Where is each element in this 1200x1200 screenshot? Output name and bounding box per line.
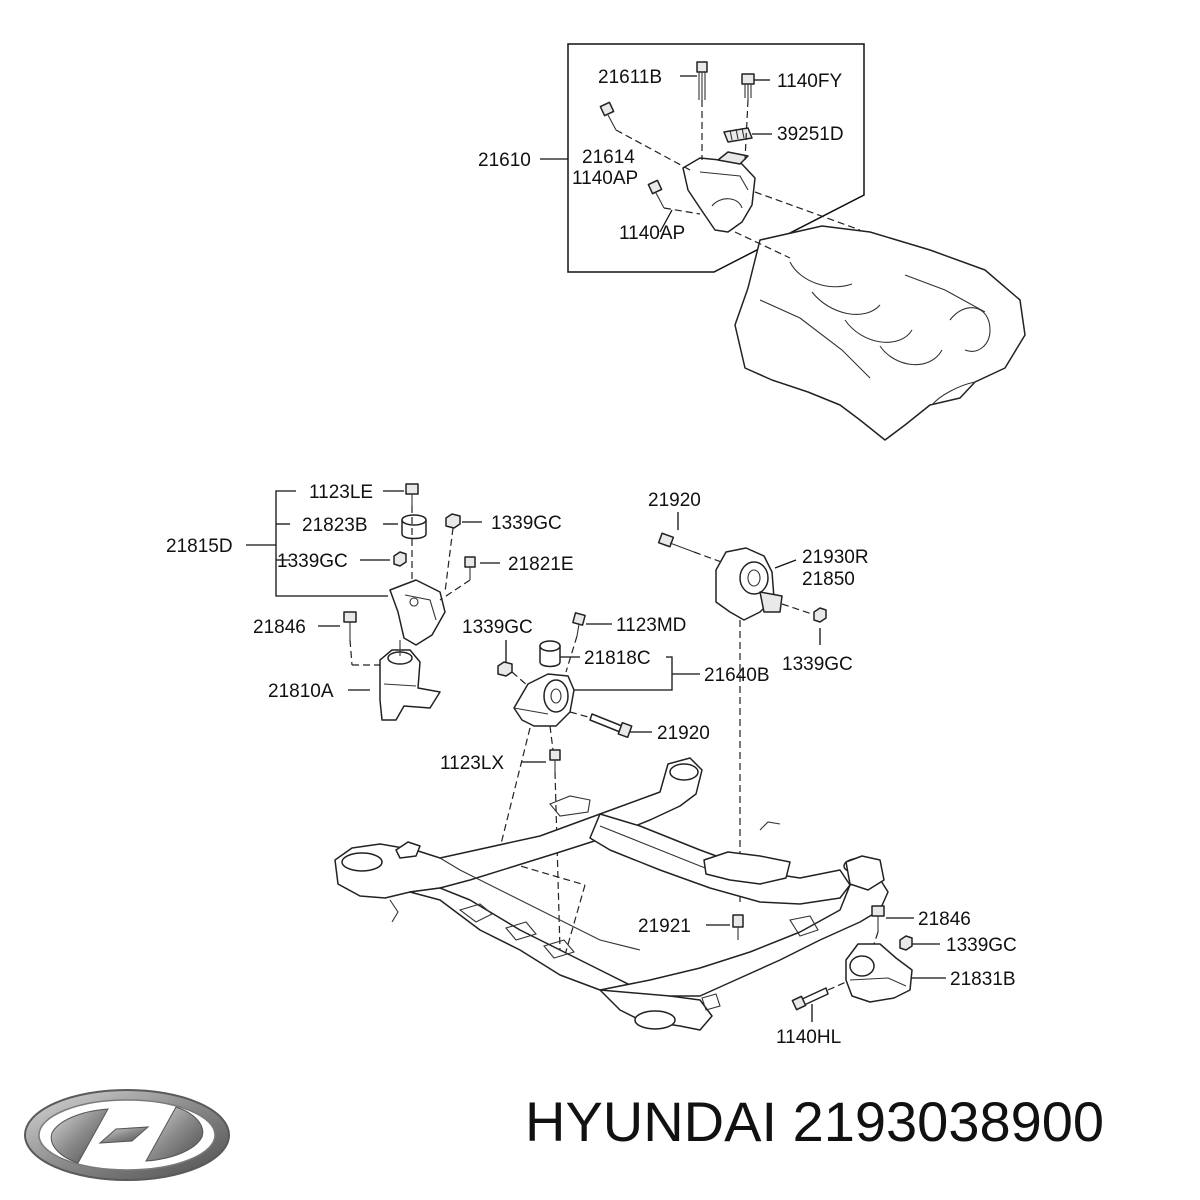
label-1339GC-b: 1339GC (277, 551, 348, 572)
subframe-crossmember (334, 757, 889, 1031)
label-21850: 21850 (802, 569, 855, 590)
label-21846-a: 21846 (253, 617, 306, 638)
bolt-1140AP-lower (647, 179, 665, 209)
label-21930R: 21930R (802, 547, 869, 568)
left-mount-group: 1123LE 21823B 1339GC 21815D 1339GC 21821… (166, 482, 574, 721)
label-21921: 21921 (638, 916, 691, 937)
engine-mount-bracket (682, 151, 756, 233)
right-mount-group: 21920 21930R 21850 1339GC (648, 490, 869, 905)
label-21920-a: 21920 (648, 490, 701, 511)
label-21846-b: 21846 (918, 909, 971, 930)
label-21818C: 21818C (584, 648, 651, 669)
label-1339GC-c: 1339GC (782, 654, 853, 675)
label-1123LX: 1123LX (440, 753, 504, 774)
label-1123LE: 1123LE (309, 482, 373, 503)
label-1339GC-a: 1339GC (491, 513, 562, 534)
label-21810A: 21810A (268, 681, 334, 702)
label-1339GC-e: 1339GC (946, 935, 1017, 956)
bolt-1140FY (741, 73, 755, 100)
center-mount-group: 1123MD 21818C 21640B 1339GC 21920 1123LX… (440, 612, 770, 956)
upper-bracket-group: 21611B 1140FY 21614 1140AP 39251D 21610 … (478, 43, 1026, 441)
bolt-21611B (696, 61, 708, 100)
label-21920-b: 21920 (657, 723, 710, 744)
label-39251D: 39251D (777, 124, 844, 145)
brand-caption: HYUNDAI 2193038900 (525, 1091, 1104, 1153)
brand-footer: HYUNDAI 2193038900 (20, 1085, 1190, 1185)
label-1339GC-d: 1339GC (462, 617, 533, 638)
label-1140AP-upper: 1140AP (572, 168, 638, 189)
bolt-1140AP-upper (599, 101, 617, 131)
label-1140FY: 1140FY (777, 71, 842, 92)
label-21821E: 21821E (508, 554, 574, 575)
brand-name: HYUNDAI (525, 1090, 778, 1153)
lower-right-mount-group: 21846 1339GC 21831B 1140HL (776, 905, 1017, 1048)
label-1123MD: 1123MD (616, 615, 686, 636)
label-21610: 21610 (478, 150, 531, 171)
label-21614: 21614 (582, 147, 635, 168)
label-1140HL: 1140HL (776, 1027, 841, 1048)
hyundai-logo-icon (24, 1089, 230, 1181)
engine-block (734, 225, 1026, 441)
label-21823B: 21823B (302, 515, 368, 536)
part-number: 2193038900 (792, 1090, 1105, 1153)
clip-39251D (723, 127, 753, 143)
label-21831B: 21831B (950, 969, 1016, 990)
label-21815D: 21815D (166, 536, 233, 557)
label-21611B: 21611B (598, 67, 662, 88)
label-21640B: 21640B (704, 665, 770, 686)
label-1140AP-lower: 1140AP (619, 223, 685, 244)
